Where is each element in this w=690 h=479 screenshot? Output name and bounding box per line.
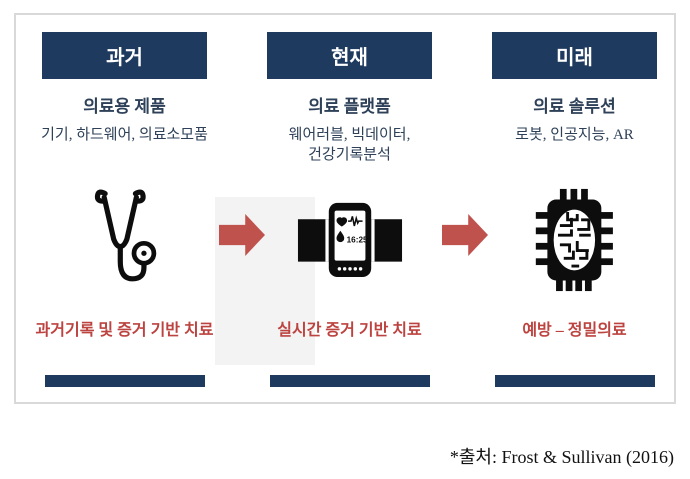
ai-chip-icon bbox=[535, 188, 614, 292]
subtitle-future: 로봇, 인공지능, AR bbox=[515, 127, 634, 143]
treatment-label-past: 과거기록 및 증거 기반 치료 bbox=[35, 322, 214, 339]
treatment-label-present: 실시간 증거 기반 치료 bbox=[277, 322, 422, 339]
droplet-icon bbox=[336, 230, 344, 243]
title-present: 의료 플랫폼 bbox=[308, 97, 391, 116]
heart-icon bbox=[336, 217, 347, 227]
header-future: 미래 bbox=[492, 32, 657, 79]
diagram-frame: 과거 의료용 제품 기기, 하드웨어, 의료소모품 과거기록 및 증거 기반 치… bbox=[14, 13, 676, 404]
stethoscope-icon bbox=[95, 189, 157, 282]
subtitle-present: 웨어러블, 빅데이터, 건강기록분석 bbox=[288, 127, 411, 164]
icon-slot-present: 16:25 bbox=[243, 177, 457, 303]
subtitle-past: 기기, 하드웨어, 의료소모품 bbox=[41, 127, 208, 143]
title-future: 의료 솔루션 bbox=[533, 97, 616, 116]
brain-maze-pattern bbox=[558, 212, 591, 268]
ecg-wave-icon bbox=[347, 215, 363, 227]
bottom-bar-present bbox=[269, 375, 430, 387]
treatment-label-future: 예방 – 정밀의료 bbox=[522, 322, 627, 339]
watch-buttons-dots bbox=[337, 267, 362, 271]
column-present: 현재 의료 플랫폼 웨어러블, 빅데이터, 건강기록분석 16:25 bbox=[267, 32, 432, 387]
title-past: 의료용 제품 bbox=[83, 97, 166, 116]
column-future: 미래 의료 솔루션 로봇, 인공지능, AR bbox=[492, 32, 657, 387]
icon-slot-past bbox=[18, 177, 232, 303]
columns-row: 과거 의료용 제품 기기, 하드웨어, 의료소모품 과거기록 및 증거 기반 치… bbox=[16, 15, 674, 387]
bottom-bar-future bbox=[494, 375, 655, 387]
header-present: 현재 bbox=[267, 32, 432, 79]
bottom-bar-past bbox=[44, 375, 205, 387]
smartwatch-icon: 16:25 bbox=[297, 202, 402, 278]
header-past: 과거 bbox=[42, 32, 207, 79]
source-note: *출처: Frost & Sullivan (2016) bbox=[449, 447, 674, 467]
column-past: 과거 의료용 제품 기기, 하드웨어, 의료소모품 과거기록 및 증거 기반 치… bbox=[36, 32, 213, 387]
icon-slot-future bbox=[468, 177, 682, 303]
watch-time-text: 16:25 bbox=[346, 235, 367, 244]
